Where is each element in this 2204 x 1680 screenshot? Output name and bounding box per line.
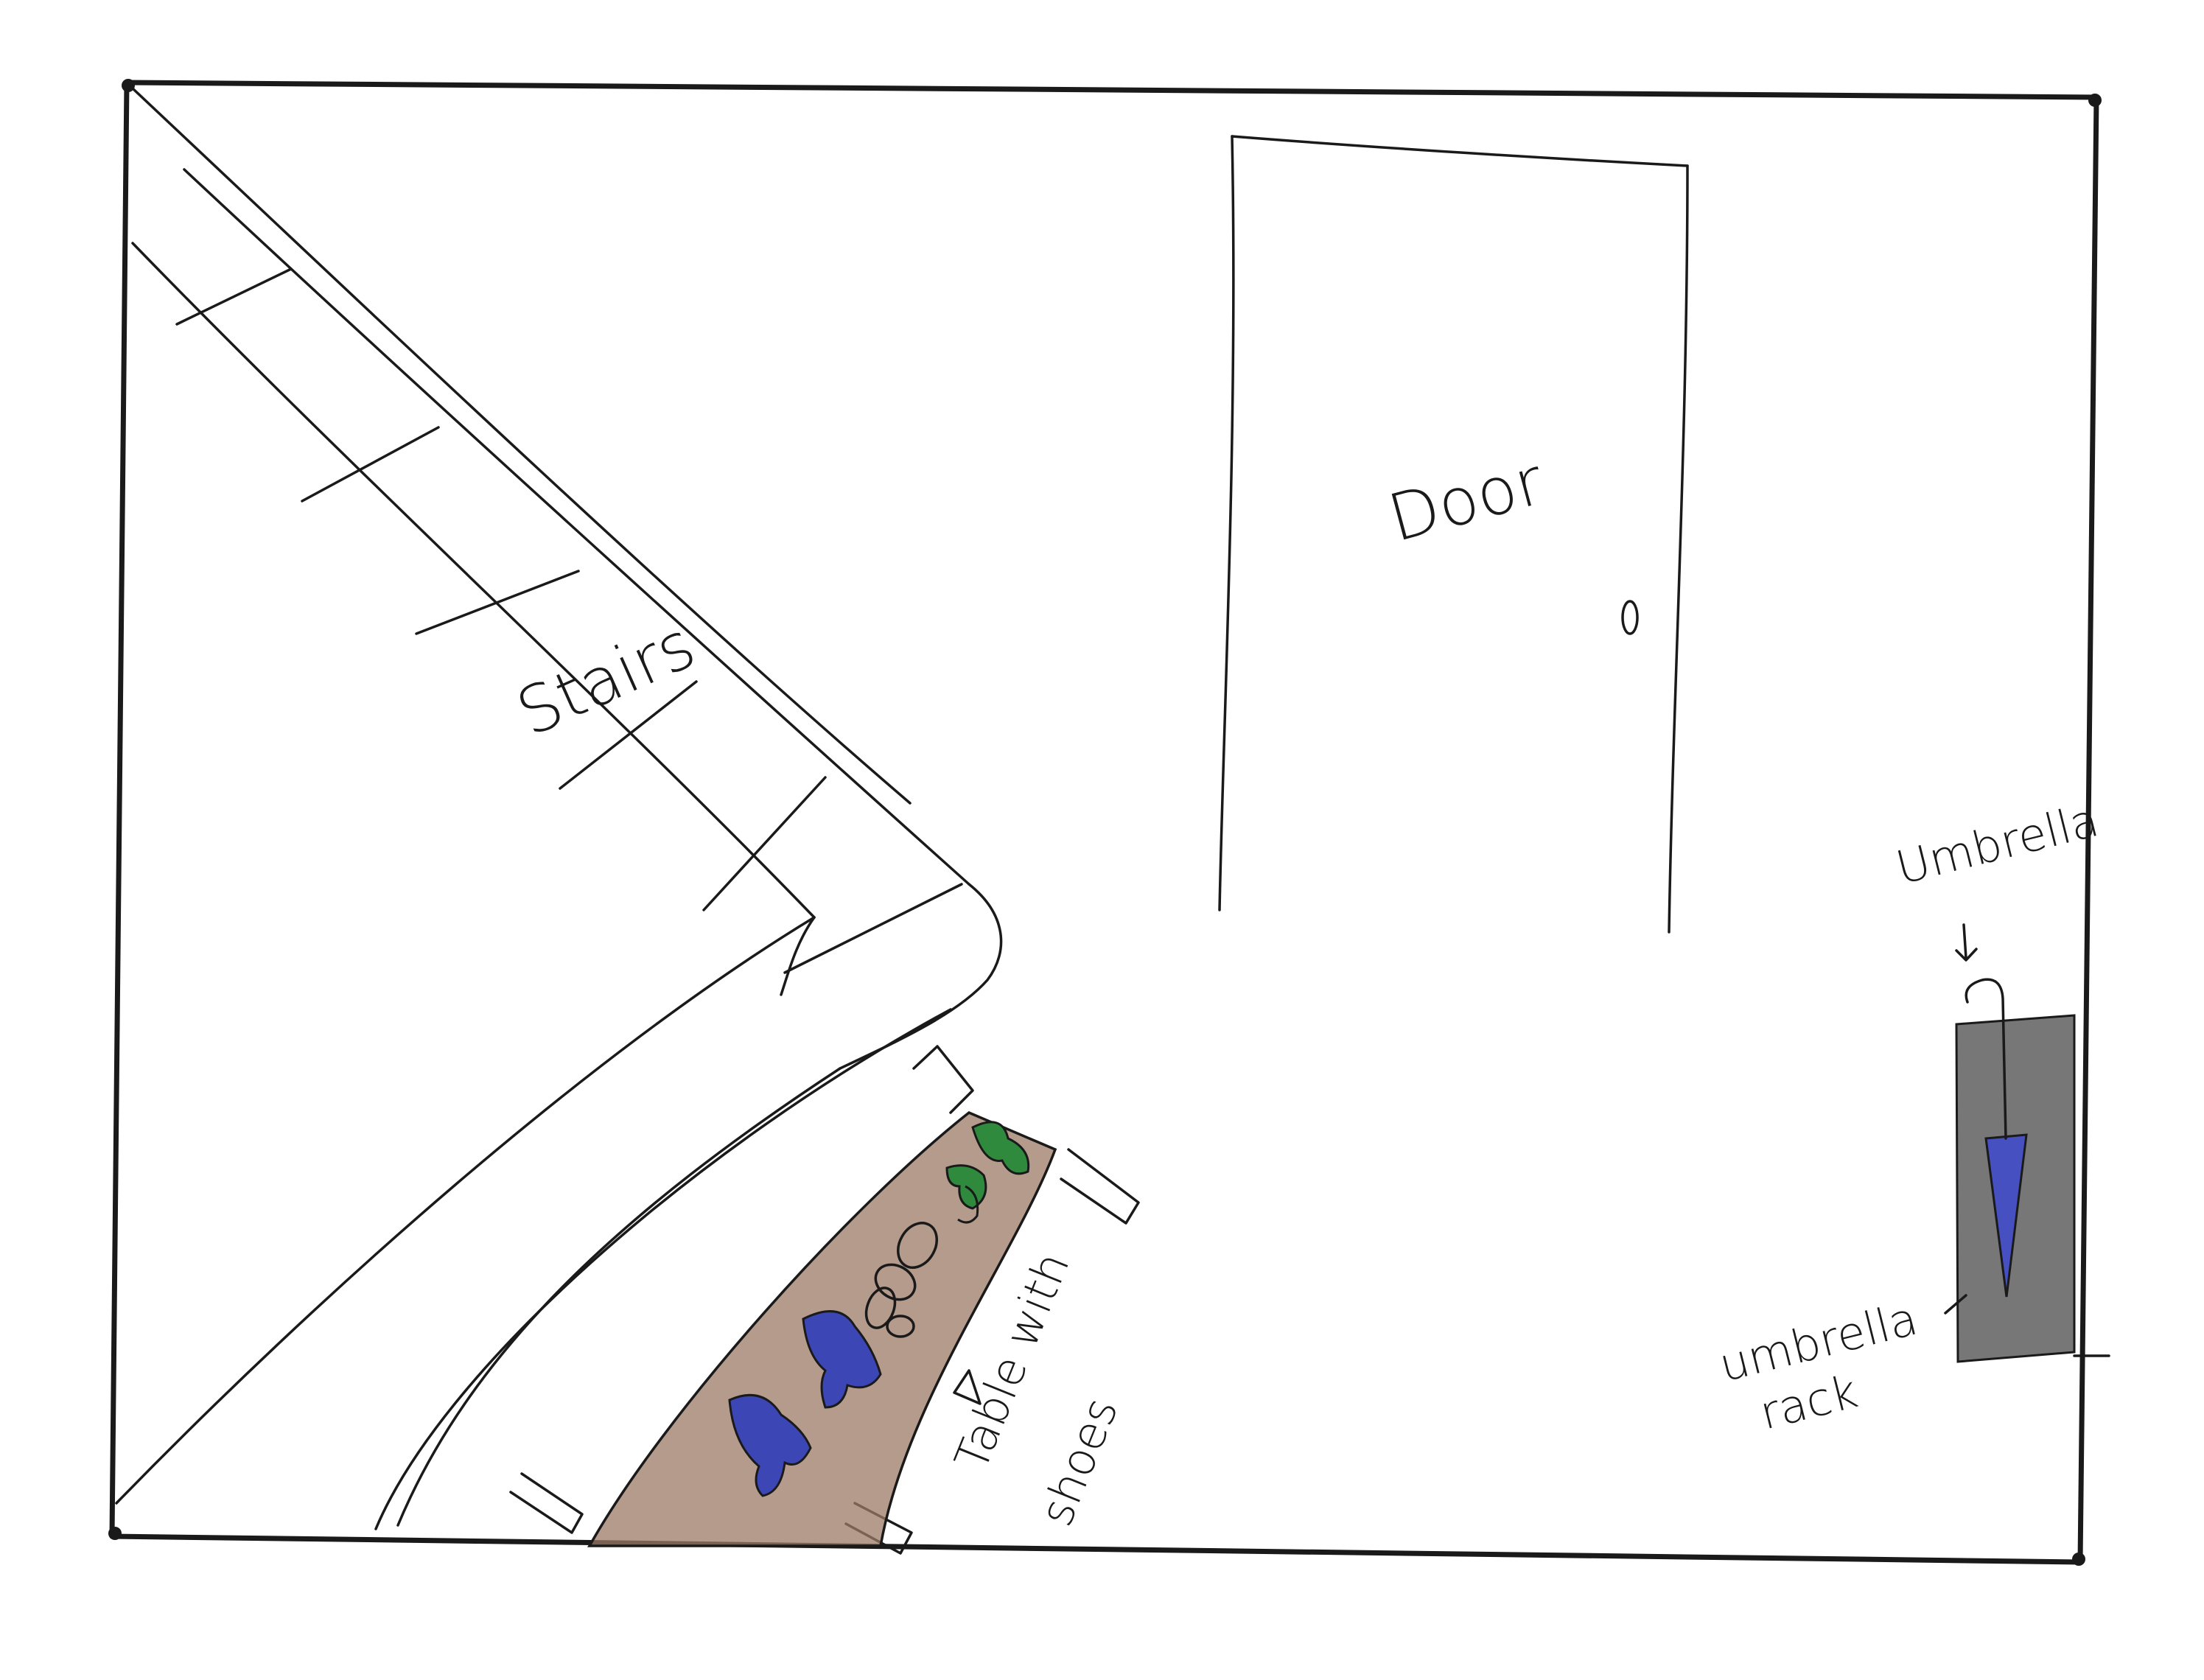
white-shoe-icon	[874, 1263, 917, 1301]
table-label-line2: shoes	[1029, 1390, 1128, 1533]
green-shoe-icon	[971, 1121, 1030, 1175]
white-shoe-icon	[864, 1287, 897, 1329]
umbrella-rack: Umbrella umbrella rack	[1714, 793, 2110, 1441]
white-shoe-icon	[886, 1315, 915, 1338]
shoe-table: Table with shoes	[509, 1045, 1140, 1555]
stairs-label: Stairs	[506, 606, 706, 751]
blue-shoe-icon	[802, 1310, 882, 1409]
door: Door	[1218, 135, 1689, 934]
room-frame	[108, 79, 2102, 1566]
blue-shoe-icon	[728, 1393, 812, 1497]
green-shoe-icon	[957, 1185, 979, 1224]
door-label: Door	[1381, 443, 1552, 556]
umbrella-label: Umbrella	[1891, 793, 2104, 895]
door-knob-icon	[1621, 600, 1639, 635]
white-shoe-icon	[897, 1222, 938, 1269]
